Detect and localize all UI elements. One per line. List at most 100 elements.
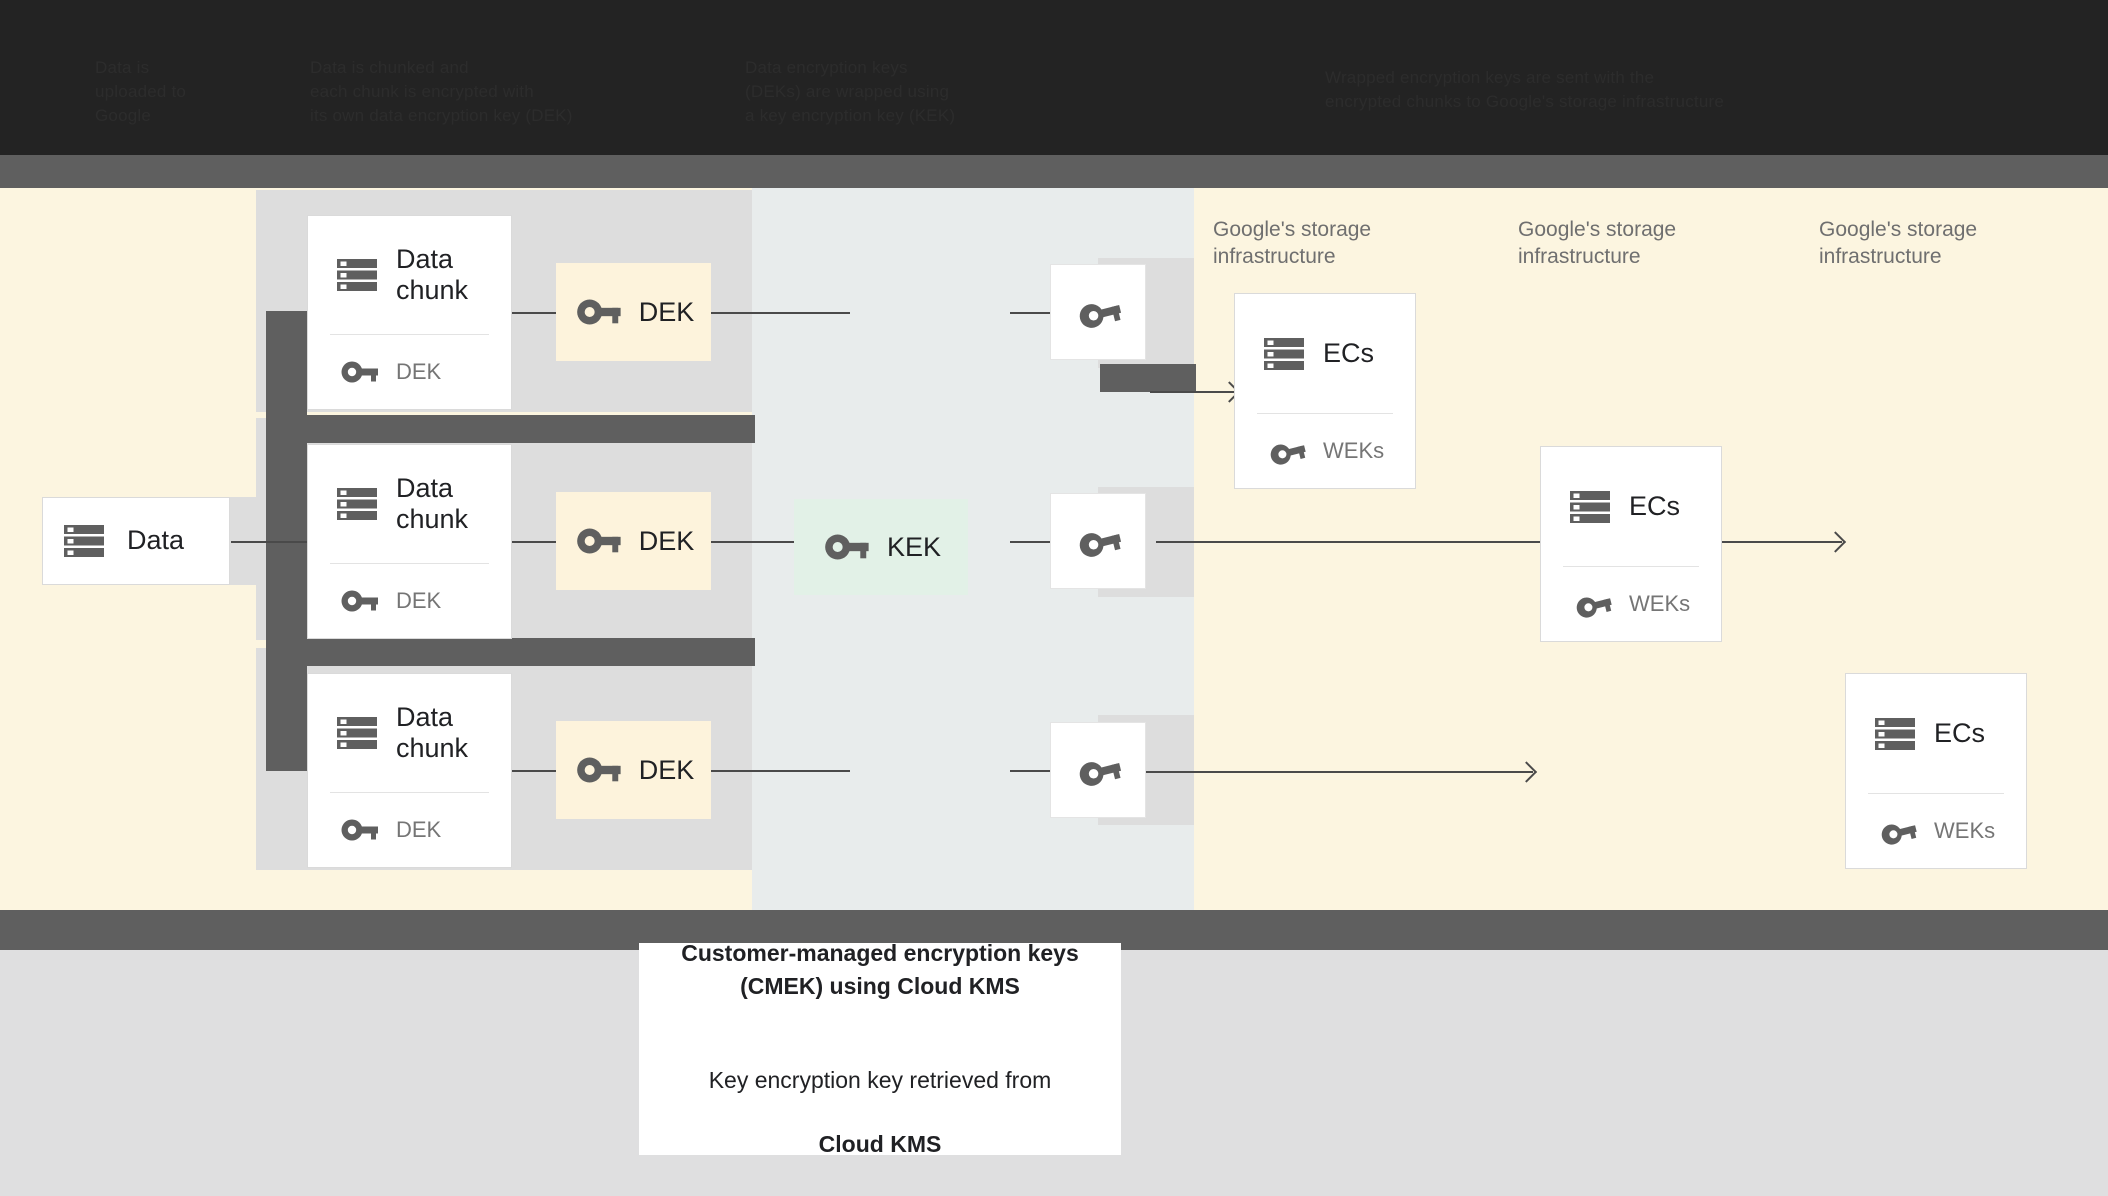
card-divider xyxy=(330,334,489,335)
storage-ec-card-2-head: ECs xyxy=(1541,447,1721,566)
header-text-row: Data is uploaded to Google Data is chunk… xyxy=(0,50,2108,140)
storage-ec-card-1-title: ECs xyxy=(1323,337,1375,368)
connector-dek-3 xyxy=(710,770,850,772)
key-icon xyxy=(1571,583,1613,625)
key-icon xyxy=(1073,516,1123,566)
storage-section-label-1: Google's storage infrastructure xyxy=(1213,218,1372,268)
dek-chip-3[interactable]: DEK xyxy=(556,721,711,819)
storage-ec-card-3-foot: WEKs xyxy=(1846,794,2026,868)
card-divider xyxy=(1868,793,2004,794)
kek-output-bar xyxy=(1100,364,1196,392)
server-icon xyxy=(61,518,107,564)
top-gray-band xyxy=(0,155,2108,188)
source-data-card-body: Data xyxy=(43,498,229,584)
storage-ec-card-3[interactable]: ECs WEKs xyxy=(1845,673,2027,869)
connector-wek-3 xyxy=(1010,770,1055,772)
key-icon xyxy=(821,522,871,572)
caption-body: Key encryption key retrieved from Cloud … xyxy=(709,1032,1052,1161)
kek-chip[interactable]: KEK xyxy=(794,499,968,595)
storage-ec-card-2-foot: WEKs xyxy=(1541,567,1721,641)
server-icon xyxy=(334,252,380,298)
connector-wek-1 xyxy=(1010,312,1055,314)
server-icon xyxy=(1261,331,1307,377)
connector-dek-2 xyxy=(710,541,850,543)
kek-chip-label: KEK xyxy=(886,531,942,562)
server-icon xyxy=(334,710,380,756)
data-chunk-card-3-foot: DEK xyxy=(308,793,511,867)
header-step-2: Data is chunked and each chunk is encryp… xyxy=(310,58,573,125)
data-chunk-card-3-title: Data chunk xyxy=(396,701,469,763)
dek-chip-1[interactable]: DEK xyxy=(556,263,711,361)
storage-ec-card-1[interactable]: ECs WEKs xyxy=(1234,293,1416,489)
key-icon xyxy=(573,516,623,566)
source-data-card[interactable]: Data xyxy=(42,497,230,585)
connector-chunk-2 xyxy=(512,541,592,543)
connector-wek-2 xyxy=(1010,541,1055,543)
storage-ec-card-2[interactable]: ECs WEKs xyxy=(1540,446,1722,642)
key-icon xyxy=(573,745,623,795)
arrow-to-storage-2 xyxy=(1156,541,1842,543)
key-icon xyxy=(1073,287,1123,337)
storage-ec-card-3-head: ECs xyxy=(1846,674,2026,793)
header-step-4: Wrapped encryption keys are sent with th… xyxy=(1325,68,1724,111)
key-icon xyxy=(338,580,380,622)
key-icon xyxy=(1876,810,1918,852)
dek-chip-3-label: DEK xyxy=(638,754,695,785)
data-chunk-card-3-key-label: DEK xyxy=(396,817,442,842)
card-divider xyxy=(1563,566,1699,567)
key-icon xyxy=(1073,745,1123,795)
dek-chip-1-label: DEK xyxy=(638,296,695,327)
caption-title: Customer-managed encryption keys (CMEK) … xyxy=(681,940,1079,999)
caption-body-line-2: Cloud KMS xyxy=(818,1131,942,1158)
data-chunk-card-3[interactable]: Data chunk DEK xyxy=(307,673,512,868)
server-icon xyxy=(1567,484,1613,530)
storage-ec-card-3-key-label: WEKs xyxy=(1934,818,1996,843)
storage-ec-card-3-title: ECs xyxy=(1934,717,1986,748)
storage-section-label-3: Google's storage infrastructure xyxy=(1819,218,1978,268)
data-chunk-card-2-key-label: DEK xyxy=(396,588,442,613)
storage-ec-card-1-head: ECs xyxy=(1235,294,1415,413)
caption-panel: Customer-managed encryption keys (CMEK) … xyxy=(639,940,1121,1157)
wrapped-key-box-3[interactable] xyxy=(1050,722,1146,818)
data-chunk-card-1-foot: DEK xyxy=(308,335,511,409)
chunk-splitter-arm-1 xyxy=(266,415,755,443)
storage-ec-card-1-foot: WEKs xyxy=(1235,414,1415,488)
server-icon xyxy=(1872,711,1918,757)
dek-chip-2[interactable]: DEK xyxy=(556,492,711,590)
connector-chunk-3 xyxy=(512,770,592,772)
data-chunk-card-2[interactable]: Data chunk DEK xyxy=(307,444,512,639)
header-step-1: Data is uploaded to Google xyxy=(95,58,187,125)
storage-ec-card-1-key-label: WEKs xyxy=(1323,438,1385,463)
storage-ec-card-2-title: ECs xyxy=(1629,490,1681,521)
wrapped-key-box-1[interactable] xyxy=(1050,264,1146,360)
key-icon xyxy=(573,287,623,337)
key-icon xyxy=(338,351,380,393)
data-chunk-card-1[interactable]: Data chunk DEK xyxy=(307,215,512,410)
arrow-to-storage-1 xyxy=(1150,391,1236,393)
wrapped-key-box-2[interactable] xyxy=(1050,493,1146,589)
source-data-card-title: Data xyxy=(127,525,185,556)
server-icon xyxy=(334,481,380,527)
chunk-splitter-arm-2 xyxy=(266,638,755,666)
connector-source xyxy=(231,541,311,543)
key-icon xyxy=(1265,430,1307,472)
top-black-band xyxy=(0,0,2108,155)
header-step-3: Data encryption keys (DEKs) are wrapped … xyxy=(745,58,956,125)
data-chunk-card-2-foot: DEK xyxy=(308,564,511,638)
storage-section-label-2: Google's storage infrastructure xyxy=(1518,218,1677,268)
data-chunk-card-3-head: Data chunk xyxy=(308,674,511,792)
card-divider xyxy=(330,792,489,793)
connector-chunk-1 xyxy=(512,312,592,314)
storage-ec-card-2-key-label: WEKs xyxy=(1629,591,1691,616)
data-chunk-card-2-title: Data chunk xyxy=(396,472,469,534)
dek-chip-2-label: DEK xyxy=(638,525,695,556)
data-chunk-card-1-head: Data chunk xyxy=(308,216,511,334)
key-icon xyxy=(338,809,380,851)
data-chunk-card-1-key-label: DEK xyxy=(396,359,442,384)
data-chunk-card-2-head: Data chunk xyxy=(308,445,511,563)
card-divider xyxy=(1257,413,1393,414)
data-chunk-card-1-title: Data chunk xyxy=(396,243,469,305)
caption-body-line-1: Key encryption key retrieved from xyxy=(708,1067,1052,1093)
card-divider xyxy=(330,563,489,564)
